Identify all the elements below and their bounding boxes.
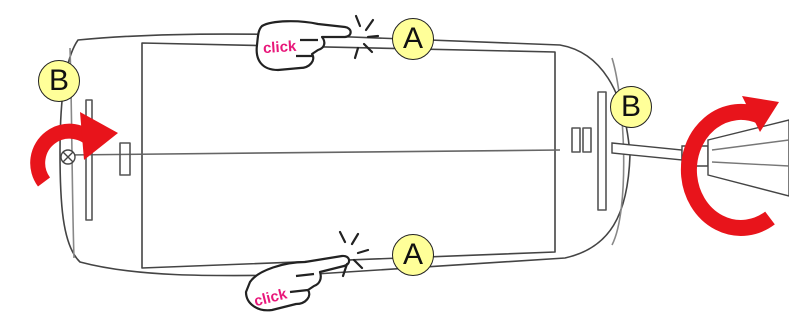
- device-body: [59, 33, 631, 277]
- rotate-arrow-left-icon: [30, 112, 118, 187]
- spark-top-icon: [353, 14, 380, 60]
- rotate-arrow-right-icon: [680, 96, 779, 236]
- label-a-top: A: [392, 18, 434, 60]
- label-a-bottom: A: [392, 234, 434, 276]
- click-text-top: click: [262, 38, 297, 57]
- spark-bottom-icon: [338, 230, 370, 278]
- hand-top-icon: [255, 20, 352, 72]
- label-b-left: B: [38, 60, 80, 102]
- left-screw-icon: [60, 149, 76, 165]
- hand-bottom-icon: [244, 254, 351, 312]
- label-b-right: B: [610, 86, 652, 128]
